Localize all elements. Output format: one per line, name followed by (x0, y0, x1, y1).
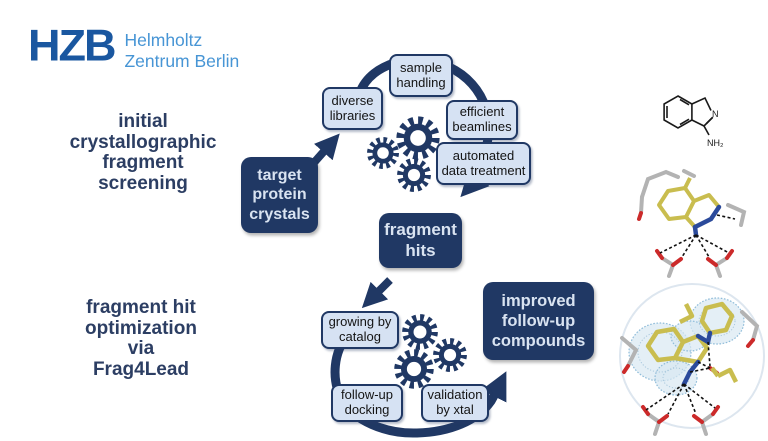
protein-sticks (639, 169, 747, 278)
gear-icon (400, 161, 427, 188)
gear-icon (406, 318, 435, 347)
gear-icon (370, 140, 396, 166)
logo-name-line2: Zentrum Berlin (124, 50, 240, 71)
gear-icon (401, 121, 436, 156)
box-diverse-libraries: diverse libraries (322, 87, 383, 130)
label-initial-screening: initial crystallographic fragment screen… (69, 111, 217, 194)
oxygen-atoms (637, 211, 734, 267)
gears-cycle1 (370, 121, 435, 189)
benzene-ring (663, 95, 693, 129)
box-target-protein-crystals: target protein crystals (241, 157, 318, 233)
molecule-3d-sticks (637, 169, 747, 278)
logo-name-line1: Helmholtz (124, 30, 203, 50)
arrow-hits-to-cycle2 (361, 277, 393, 309)
compound-carbon-rings (645, 301, 739, 384)
halo (619, 283, 765, 429)
cycle2-arc-arrow (330, 333, 507, 438)
hzb-logo: HZB Helmholtz Zentrum Berlin (28, 20, 239, 71)
box-follow-up-docking: follow-up docking (331, 384, 403, 422)
gear-icon (436, 341, 463, 368)
molecule-3d-density (619, 283, 765, 436)
oxygen-atoms (622, 338, 755, 424)
hydrogen-bonds (659, 214, 736, 258)
box-fragment-hits: fragment hits (379, 213, 462, 268)
box-growing-by-catalog: growing by catalog (321, 311, 399, 349)
nitrogen-label: N (712, 109, 719, 119)
molecule-2d-structure: N NH₂ (663, 95, 724, 148)
nitrogen-bonds (692, 204, 722, 238)
gears-cycle2 (398, 318, 464, 385)
gear-icon (398, 353, 430, 385)
box-validation-by-xtal: validation by xtal (421, 384, 489, 422)
hydrogen-bonds (645, 341, 716, 415)
hzb-logo-mark: HZB (28, 20, 116, 71)
box-automated-data-treatment: automated data treatment (436, 142, 531, 185)
box-improved-follow-up-compounds: improved follow-up compounds (483, 282, 594, 360)
box-efficient-beamlines: efficient beamlines (446, 100, 518, 140)
label-optimization: fragment hit optimization via Frag4Lead (85, 297, 197, 380)
hzb-logo-name: Helmholtz Zentrum Berlin (124, 30, 239, 71)
amine-label: NH₂ (707, 138, 724, 148)
box-sample-handling: sample handling (389, 54, 453, 97)
